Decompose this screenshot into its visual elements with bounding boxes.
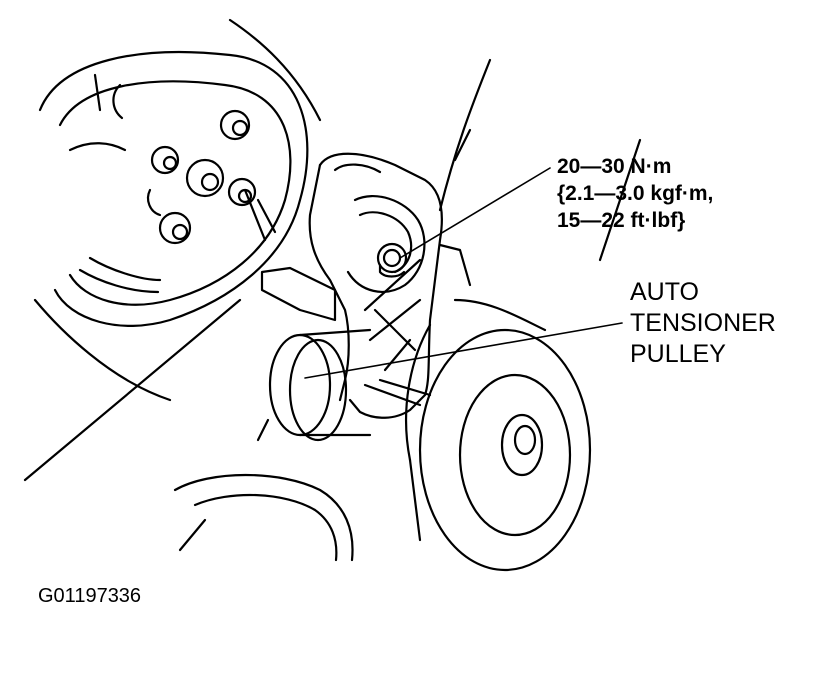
tensioner-pulley xyxy=(256,328,372,442)
torque-spec-label: 20—30 N·m {2.1—3.0 kgf·m, 15—22 ft·lbf} xyxy=(557,153,713,234)
crankshaft-pulley xyxy=(38,50,309,327)
part-name-label: AUTO TENSIONER PULLEY xyxy=(630,277,776,370)
lower-pulley xyxy=(173,473,354,562)
torque-leader-line xyxy=(399,167,551,259)
idler-pulley xyxy=(404,298,592,572)
tensioner-bracket xyxy=(260,152,472,419)
figure-id: G01197336 xyxy=(38,585,142,607)
engine-outline xyxy=(23,18,642,482)
part-name-line3: PULLEY xyxy=(630,340,726,368)
torque-ftlbf: 15—22 ft·lbf} xyxy=(557,209,686,232)
part-name-line1: AUTO xyxy=(630,278,699,306)
torque-kgfm: {2.1—3.0 kgf·m, xyxy=(557,182,714,205)
pulley-leader-line xyxy=(304,322,623,379)
part-name-line2: TENSIONER xyxy=(630,309,776,337)
torque-nm: 20—30 N·m xyxy=(557,155,672,178)
